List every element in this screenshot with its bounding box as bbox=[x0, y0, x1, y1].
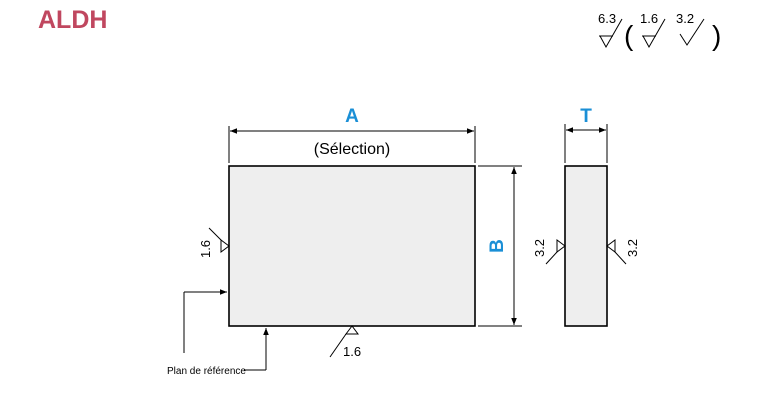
roughness-sub1-value: 1.6 bbox=[640, 11, 658, 26]
reference-plane-label: Plan de référence bbox=[167, 366, 246, 377]
roughness-symbol-side-left: 3.2 bbox=[532, 239, 566, 265]
surface-finish-legend: 6.3 ( 1.6 3.2 ) bbox=[598, 11, 721, 51]
roughness-symbol-left: 1.6 bbox=[198, 227, 230, 258]
open-paren: ( bbox=[624, 20, 634, 51]
roughness-side-right-value: 3.2 bbox=[625, 239, 640, 257]
roughness-sub2-value: 3.2 bbox=[676, 11, 694, 26]
dimension-t-label: T bbox=[580, 106, 592, 127]
roughness-symbol-main: 6.3 bbox=[598, 11, 623, 49]
dimension-a-note: (Sélection) bbox=[314, 141, 390, 158]
triangle-symbol-icon bbox=[606, 239, 616, 253]
side-view: T 3.2 3.2 bbox=[532, 106, 640, 327]
roughness-main-value: 6.3 bbox=[598, 11, 616, 26]
roughness-symbol-sub2: 3.2 bbox=[676, 11, 705, 46]
check-symbol-icon bbox=[642, 18, 666, 49]
front-plate bbox=[228, 165, 476, 327]
roughness-symbol-side-right: 3.2 bbox=[606, 239, 640, 265]
check-symbol-icon bbox=[679, 18, 705, 46]
triangle-symbol-icon bbox=[556, 239, 566, 253]
roughness-bottom-value: 1.6 bbox=[343, 344, 361, 359]
side-plate bbox=[564, 165, 608, 327]
roughness-symbol-sub1: 1.6 bbox=[640, 11, 666, 49]
front-view: A (Sélection) B 1.6 1.6 Plan de référenc… bbox=[167, 106, 522, 377]
triangle-symbol-icon bbox=[220, 239, 230, 253]
dimension-b-label: B bbox=[487, 239, 508, 253]
dimension-a-label: A bbox=[345, 106, 359, 127]
reference-plane-callout: Plan de référence bbox=[167, 289, 269, 377]
roughness-left-value: 1.6 bbox=[198, 240, 213, 258]
product-code-title: ALDH bbox=[38, 6, 107, 34]
check-symbol-icon bbox=[599, 18, 623, 49]
close-paren: ) bbox=[712, 20, 721, 51]
roughness-symbol-bottom: 1.6 bbox=[329, 325, 361, 359]
roughness-side-left-value: 3.2 bbox=[532, 239, 547, 257]
triangle-symbol-icon bbox=[345, 325, 359, 335]
